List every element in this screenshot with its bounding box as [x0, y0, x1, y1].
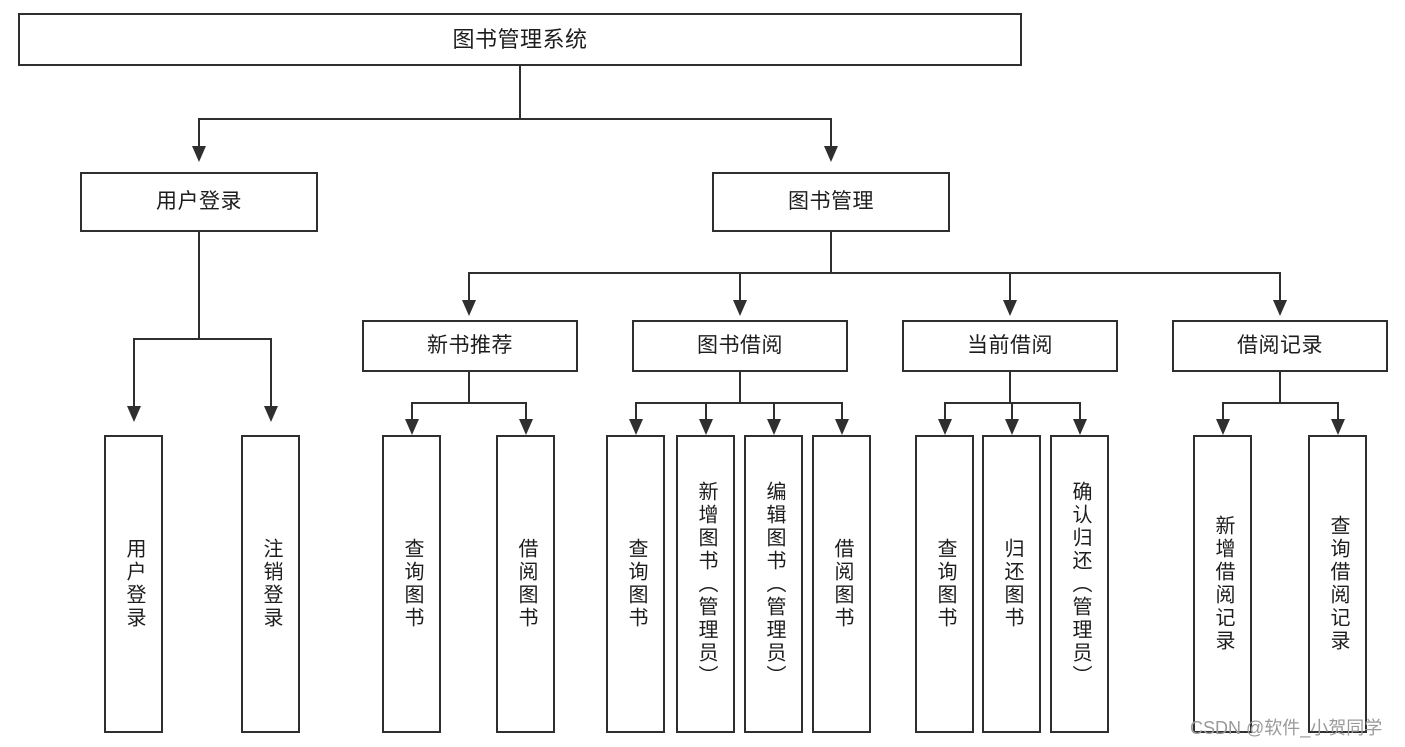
arrowhead-leaf-query-book-3: [938, 419, 952, 435]
arrowhead-book-manage: [824, 146, 838, 162]
arrowhead-leaf-confirm-return: [1073, 419, 1087, 435]
leaf-borrow-book-2-label: 借阅图书: [831, 538, 853, 630]
leaf-query-record-label: 查询借阅记录: [1327, 515, 1349, 653]
connector-borrow-record-trunk: [1279, 372, 1281, 404]
connector-book-manage-drop-3: [1009, 272, 1011, 302]
leaf-borrow-book-1-label: 借阅图书: [515, 538, 537, 630]
arrowhead-leaf-add-book: [699, 419, 713, 435]
connector-new-book-drop-2: [525, 402, 527, 422]
leaf-confirm-return[interactable]: 确认归还（管理员）: [1050, 435, 1109, 733]
leaf-borrow-book-1[interactable]: 借阅图书: [496, 435, 555, 733]
node-borrow-record[interactable]: 借阅记录: [1172, 320, 1388, 372]
leaf-query-book-3-label: 查询图书: [934, 538, 956, 630]
arrowhead-book-borrow: [733, 300, 747, 316]
connector-book-borrow-drop-3: [773, 402, 775, 422]
leaf-user-login[interactable]: 用户登录: [104, 435, 163, 733]
connector-book-manage-bus: [468, 272, 1280, 274]
leaf-user-login-label: 用户登录: [123, 538, 145, 630]
arrowhead-leaf-add-record: [1216, 419, 1230, 435]
leaf-return-book[interactable]: 归还图书: [982, 435, 1041, 733]
leaf-borrow-book-2[interactable]: 借阅图书: [812, 435, 871, 733]
leaf-query-book-3[interactable]: 查询图书: [915, 435, 974, 733]
node-book-borrow-label: 图书借阅: [697, 333, 783, 357]
connector-book-borrow-drop-4: [841, 402, 843, 422]
connector-root-to-book-manage: [830, 118, 832, 148]
leaf-add-book[interactable]: 新增图书（管理员）: [676, 435, 735, 733]
connector-book-borrow-drop-2: [705, 402, 707, 422]
arrowhead-leaf-user-login: [127, 406, 141, 422]
connector-user-login-drop-2: [270, 338, 272, 408]
arrowhead-borrow-record: [1273, 300, 1287, 316]
leaf-user-logout-label: 注销登录: [260, 538, 282, 630]
connector-root-trunk: [519, 66, 521, 118]
connector-book-manage-trunk: [830, 232, 832, 274]
connector-current-borrow-drop-1: [944, 402, 946, 422]
connector-borrow-record-drop-1: [1222, 402, 1224, 422]
arrowhead-user-login: [192, 146, 206, 162]
leaf-add-record-label: 新增借阅记录: [1212, 515, 1234, 653]
leaf-add-record[interactable]: 新增借阅记录: [1193, 435, 1252, 733]
node-root[interactable]: 图书管理系统: [18, 13, 1022, 66]
arrowhead-leaf-query-record: [1331, 419, 1345, 435]
connector-borrow-record-drop-2: [1337, 402, 1339, 422]
node-new-book-recommend[interactable]: 新书推荐: [362, 320, 578, 372]
leaf-query-book-2[interactable]: 查询图书: [606, 435, 665, 733]
arrowhead-leaf-query-book-2: [629, 419, 643, 435]
connector-book-manage-drop-1: [468, 272, 470, 302]
connector-new-book-trunk: [468, 372, 470, 404]
arrowhead-new-book-recommend: [462, 300, 476, 316]
leaf-add-book-label: 新增图书（管理员）: [695, 480, 717, 688]
node-user-login[interactable]: 用户登录: [80, 172, 318, 232]
connector-new-book-drop-1: [411, 402, 413, 422]
connector-book-borrow-drop-1: [635, 402, 637, 422]
connector-root-to-user-login: [198, 118, 200, 148]
node-book-manage-label: 图书管理: [788, 189, 874, 213]
arrowhead-leaf-borrow-book-2: [835, 419, 849, 435]
connector-current-borrow-drop-2: [1011, 402, 1013, 422]
arrowhead-leaf-return-book: [1005, 419, 1019, 435]
connector-book-borrow-trunk: [739, 372, 741, 404]
node-user-login-label: 用户登录: [156, 189, 242, 213]
leaf-query-book-2-label: 查询图书: [625, 538, 647, 630]
connector-user-login-trunk: [198, 232, 200, 340]
leaf-edit-book[interactable]: 编辑图书（管理员）: [744, 435, 803, 733]
arrowhead-leaf-user-logout: [264, 406, 278, 422]
arrowhead-leaf-borrow-book-1: [519, 419, 533, 435]
connector-borrow-record-bus: [1222, 402, 1337, 404]
node-root-label: 图书管理系统: [452, 26, 588, 52]
leaf-return-book-label: 归还图书: [1001, 538, 1023, 630]
leaf-query-record[interactable]: 查询借阅记录: [1308, 435, 1367, 733]
node-current-borrow[interactable]: 当前借阅: [902, 320, 1118, 372]
leaf-edit-book-label: 编辑图书（管理员）: [763, 480, 785, 688]
leaf-user-logout[interactable]: 注销登录: [241, 435, 300, 733]
arrowhead-current-borrow: [1003, 300, 1017, 316]
arrowhead-leaf-edit-book: [767, 419, 781, 435]
connector-current-borrow-drop-3: [1079, 402, 1081, 422]
connector-root-bus: [198, 118, 832, 120]
leaf-confirm-return-label: 确认归还（管理员）: [1069, 480, 1091, 688]
connector-book-manage-drop-4: [1279, 272, 1281, 302]
connector-user-login-bus: [133, 338, 272, 340]
arrowhead-leaf-query-book-1: [405, 419, 419, 435]
leaf-query-book-1[interactable]: 查询图书: [382, 435, 441, 733]
node-new-book-recommend-label: 新书推荐: [427, 333, 513, 357]
node-book-manage[interactable]: 图书管理: [712, 172, 950, 232]
connector-new-book-bus: [411, 402, 525, 404]
csdn-watermark: CSDN @软件_小贺同学: [1190, 718, 1383, 738]
connector-book-borrow-bus: [635, 402, 843, 404]
connector-current-borrow-trunk: [1009, 372, 1011, 404]
connector-book-manage-drop-2: [739, 272, 741, 302]
node-current-borrow-label: 当前借阅: [967, 333, 1053, 357]
node-book-borrow[interactable]: 图书借阅: [632, 320, 848, 372]
connector-user-login-drop-1: [133, 338, 135, 408]
node-borrow-record-label: 借阅记录: [1237, 333, 1323, 357]
leaf-query-book-1-label: 查询图书: [401, 538, 423, 630]
